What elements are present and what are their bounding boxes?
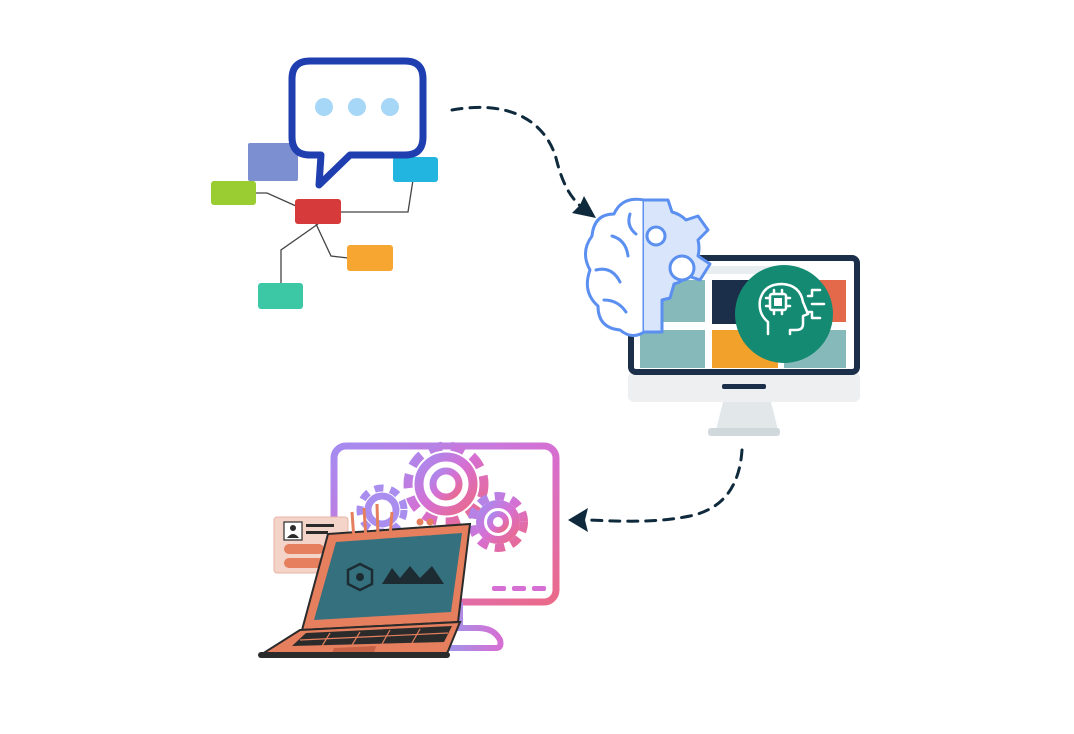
mindmap-node-green [211, 181, 256, 205]
mindmap-node-cyan [393, 157, 438, 182]
flow-arrow-1 [450, 105, 596, 218]
laptop-icon [258, 503, 472, 658]
ai-head-circle [735, 265, 833, 363]
laptop-gears-icon [258, 441, 560, 658]
mindmap-connectors [253, 179, 414, 283]
ai-brain-monitor-icon [584, 197, 860, 436]
gear-icon [403, 441, 489, 527]
mindmap-node-purple [248, 143, 298, 181]
mindmap-node-orange [347, 245, 393, 271]
typing-dot-icon [348, 98, 366, 116]
arrowhead-icon [568, 508, 588, 532]
typing-dot-icon [315, 98, 333, 116]
flow-arrow-2 [568, 448, 744, 532]
ai-chip-head-icon [758, 282, 826, 336]
monitor-stand [716, 398, 778, 430]
gear-monitor-indicators [492, 586, 546, 591]
gear-icon [468, 492, 528, 552]
mindmap-node-red [295, 199, 341, 224]
chat-bubble-mindmap-icon [211, 57, 438, 309]
typing-dot-icon [381, 98, 399, 116]
mindmap-node-teal [258, 283, 303, 309]
brain-icon [584, 197, 712, 337]
speech-bubble-icon [288, 57, 427, 189]
arrowhead-icon [572, 196, 596, 218]
